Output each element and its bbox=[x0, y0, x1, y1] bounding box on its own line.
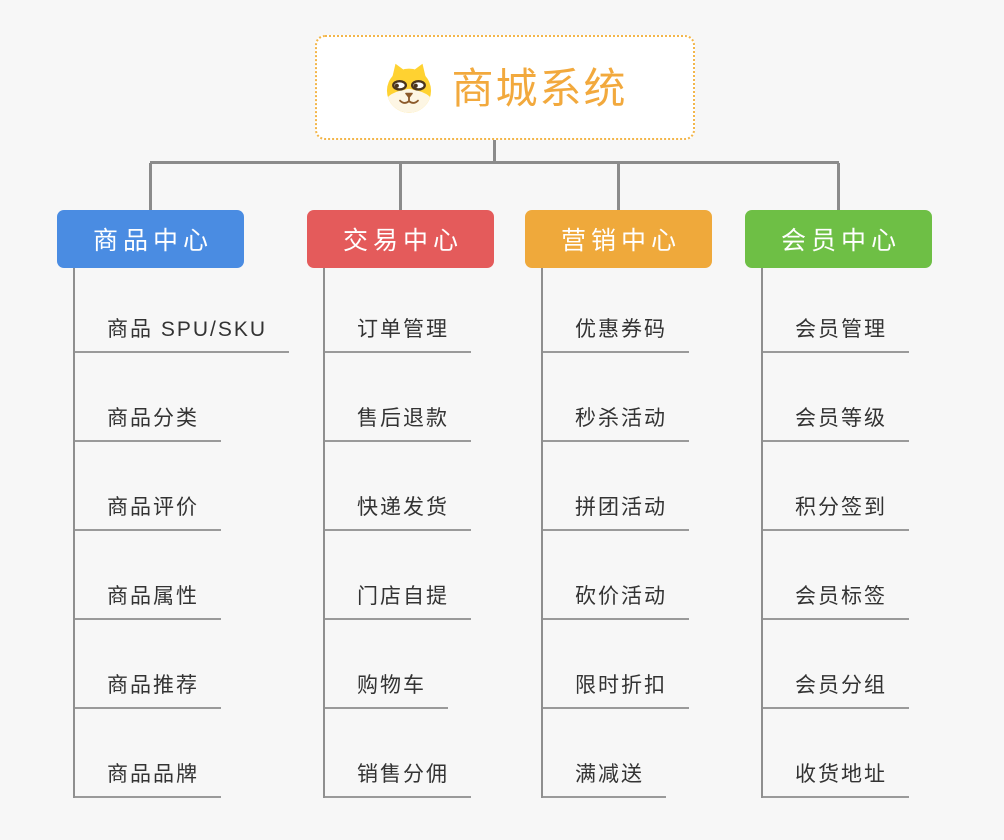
branch-column: 交易中心 订单管理售后退款快递发货门店自提购物车销售分佣 bbox=[307, 210, 547, 798]
child-node[interactable]: 商品品牌 bbox=[73, 709, 221, 798]
branch-children: 优惠券码秒杀活动拼团活动砍价活动限时折扣满减送 bbox=[541, 268, 765, 798]
child-node-label: 购物车 bbox=[357, 673, 426, 697]
child-node-label: 积分签到 bbox=[795, 495, 887, 519]
child-node[interactable]: 商品属性 bbox=[73, 531, 221, 620]
child-node-label: 售后退款 bbox=[357, 406, 449, 430]
connector-drop-line bbox=[837, 163, 840, 210]
child-node-label: 商品评价 bbox=[107, 495, 199, 519]
child-node-label: 商品分类 bbox=[107, 406, 199, 430]
child-node[interactable]: 拼团活动 bbox=[541, 442, 689, 531]
child-node[interactable]: 商品推荐 bbox=[73, 620, 221, 709]
branch-header[interactable]: 交易中心 bbox=[307, 210, 494, 268]
child-node-label: 会员标签 bbox=[795, 584, 887, 608]
branch-column: 商品中心 商品 SPU/SKU 商品分类商品评价商品属性商品推荐商品品牌 bbox=[57, 210, 297, 798]
child-node-label: 商品 SPU/SKU bbox=[107, 317, 268, 341]
child-node[interactable]: 订单管理 bbox=[323, 268, 471, 353]
branch-children: 会员管理会员等级积分签到会员标签会员分组收货地址 bbox=[761, 268, 985, 798]
branch-column: 会员中心 会员管理会员等级积分签到会员标签会员分组收货地址 bbox=[745, 210, 985, 798]
child-node[interactable]: 满减送 bbox=[541, 709, 666, 798]
child-node[interactable]: 砍价活动 bbox=[541, 531, 689, 620]
child-node[interactable]: 快递发货 bbox=[323, 442, 471, 531]
child-node[interactable]: 收货地址 bbox=[761, 709, 909, 798]
child-node-label: 会员管理 bbox=[795, 317, 887, 341]
child-node[interactable]: 限时折扣 bbox=[541, 620, 689, 709]
connector-drop-line bbox=[399, 163, 402, 210]
branch-header[interactable]: 商品中心 bbox=[57, 210, 244, 268]
child-node-label: 商品推荐 bbox=[107, 673, 199, 697]
child-node-label: 快递发货 bbox=[357, 495, 449, 519]
child-node-label: 优惠券码 bbox=[575, 317, 667, 341]
branch-header[interactable]: 会员中心 bbox=[745, 210, 932, 268]
child-node-label: 砍价活动 bbox=[575, 584, 667, 608]
connector-drop-line bbox=[617, 163, 620, 210]
child-node-label: 满减送 bbox=[575, 762, 644, 786]
child-node[interactable]: 商品分类 bbox=[73, 353, 221, 442]
root-title: 商城系统 bbox=[451, 64, 628, 112]
child-node[interactable]: 会员等级 bbox=[761, 353, 909, 442]
child-node[interactable]: 销售分佣 bbox=[323, 709, 471, 798]
shiba-dog-icon bbox=[387, 63, 432, 113]
child-node[interactable]: 会员管理 bbox=[761, 268, 909, 353]
child-node[interactable]: 积分签到 bbox=[761, 442, 909, 531]
child-node[interactable]: 商品评价 bbox=[73, 442, 221, 531]
child-node[interactable]: 购物车 bbox=[323, 620, 448, 709]
child-node-label: 订单管理 bbox=[357, 317, 449, 341]
child-node-label: 门店自提 bbox=[357, 584, 449, 608]
branch-children: 商品 SPU/SKU 商品分类商品评价商品属性商品推荐商品品牌 bbox=[73, 268, 297, 798]
child-node-label: 商品品牌 bbox=[107, 762, 199, 786]
connector-root-stub bbox=[493, 140, 496, 164]
child-node[interactable]: 售后退款 bbox=[323, 353, 471, 442]
child-node[interactable]: 秒杀活动 bbox=[541, 353, 689, 442]
child-node-label: 会员分组 bbox=[795, 673, 887, 697]
child-node-label: 限时折扣 bbox=[575, 673, 667, 697]
child-node-label: 收货地址 bbox=[795, 762, 887, 786]
root-node[interactable]: 商城系统 bbox=[315, 35, 695, 140]
branch-children: 订单管理售后退款快递发货门店自提购物车销售分佣 bbox=[323, 268, 547, 798]
child-node[interactable]: 门店自提 bbox=[323, 531, 471, 620]
connector-horizontal-rail bbox=[150, 161, 839, 164]
child-node-label: 销售分佣 bbox=[357, 762, 449, 786]
child-node-label: 拼团活动 bbox=[575, 495, 667, 519]
child-node-label: 秒杀活动 bbox=[575, 406, 667, 430]
child-node[interactable]: 会员分组 bbox=[761, 620, 909, 709]
child-node[interactable]: 会员标签 bbox=[761, 531, 909, 620]
child-node-label: 商品属性 bbox=[107, 584, 199, 608]
child-node-label: 会员等级 bbox=[795, 406, 887, 430]
child-node[interactable]: 商品 SPU/SKU bbox=[73, 268, 290, 353]
branch-header[interactable]: 营销中心 bbox=[525, 210, 712, 268]
branch-column: 营销中心 优惠券码秒杀活动拼团活动砍价活动限时折扣满减送 bbox=[525, 210, 765, 798]
connector-drop-line bbox=[149, 163, 152, 210]
child-node[interactable]: 优惠券码 bbox=[541, 268, 689, 353]
